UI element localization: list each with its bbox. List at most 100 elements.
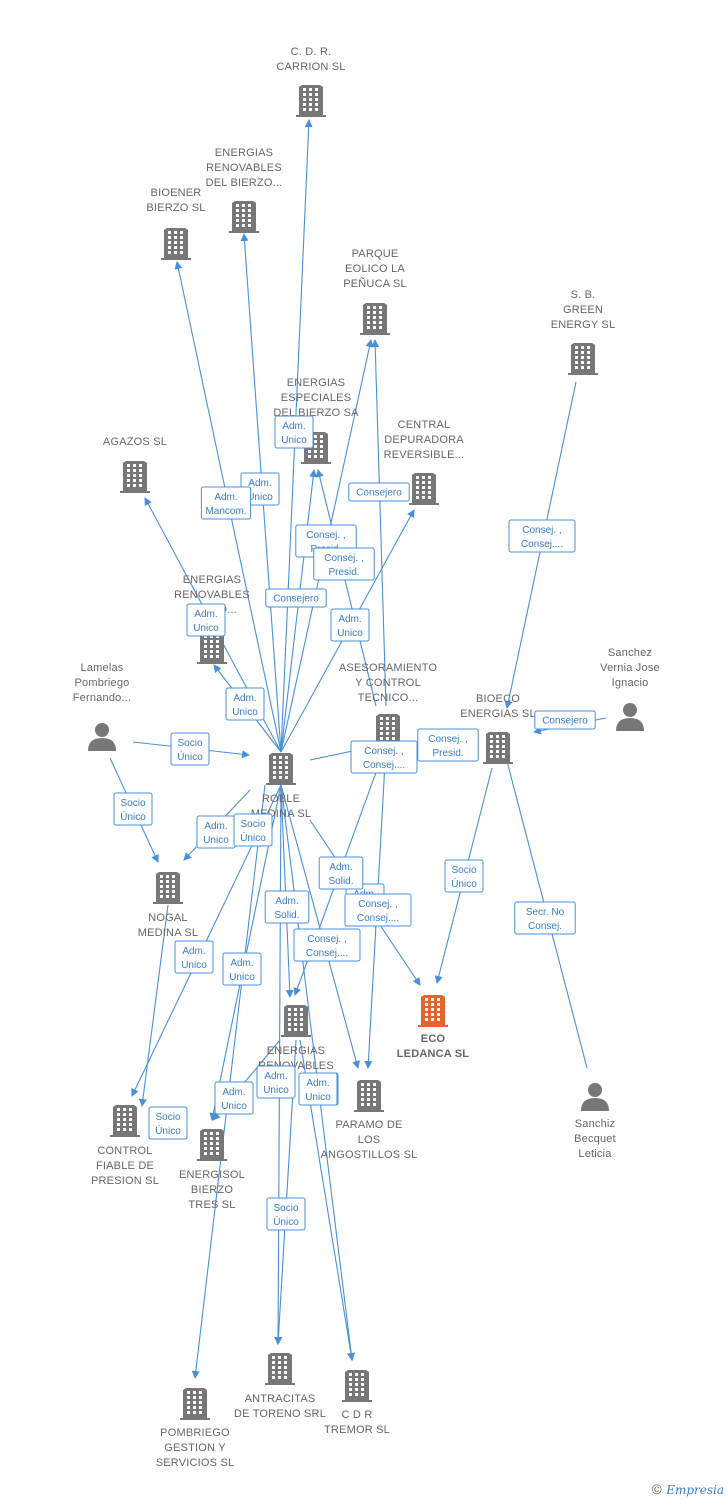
edge-label[interactable]: Adm.Solid. <box>264 890 310 924</box>
node-bioener[interactable]: BIOENER BIERZO SL <box>146 187 205 260</box>
edge-label[interactable]: Adm.Unico <box>222 952 262 986</box>
edge-label[interactable]: Adm.Mancom. <box>200 486 252 520</box>
node-label[interactable]: ANGOSTILLOS SL <box>321 1149 418 1161</box>
node-label[interactable]: CENTRAL <box>398 419 451 431</box>
node-label[interactable]: CARRION SL <box>276 61 345 73</box>
node-label[interactable]: Sanchez <box>608 647 652 659</box>
node-label[interactable]: RENOVABLES <box>206 162 282 174</box>
node-label[interactable]: C. D. R. <box>291 46 332 58</box>
node-label[interactable]: LEDANCA SL <box>397 1048 470 1060</box>
node-label[interactable]: FIABLE DE <box>96 1160 154 1172</box>
node-label[interactable]: Y CONTROL <box>355 677 421 689</box>
node-label[interactable]: TRES SL <box>188 1199 235 1211</box>
node-label[interactable]: NOGAL <box>148 912 188 924</box>
node-label[interactable]: S. B. <box>571 289 596 301</box>
node-nogal_medina[interactable]: NOGAL MEDINA SL <box>138 872 199 939</box>
edge-label[interactable]: Adm.Unico <box>186 603 226 637</box>
node-label[interactable]: C D R <box>342 1409 373 1421</box>
node-label[interactable]: Pombriego <box>75 677 130 689</box>
edge-label[interactable]: Adm.Unico <box>298 1072 338 1106</box>
edge-label[interactable]: Consej. ,Presid. <box>313 547 375 581</box>
node-label[interactable]: ENERGIAS SL <box>460 708 536 720</box>
edge-label[interactable]: Consej. ,Consej.... <box>508 519 576 553</box>
node-label[interactable]: Lamelas <box>81 662 124 674</box>
edge-label[interactable]: Adm.Unico <box>256 1065 296 1099</box>
node-antracitas[interactable]: ANTRACITAS DE TORENO SRL <box>234 1353 326 1420</box>
node-label[interactable]: DEPURADORA <box>384 434 464 446</box>
node-label[interactable]: BIERZO <box>191 1184 233 1196</box>
node-label[interactable]: ENERGIAS <box>267 1045 325 1057</box>
node-label[interactable]: CONTROL <box>97 1145 152 1157</box>
node-parque_eolico[interactable]: PARQUE EOLICO LA PEÑUCA SL <box>343 248 407 335</box>
node-label[interactable]: ASESORAMIENTO <box>339 662 438 674</box>
node-label[interactable]: TREMOR SL <box>324 1424 390 1436</box>
edge-label[interactable]: Consej. ,Consej.... <box>350 740 418 774</box>
brand-logo[interactable]: Empresia <box>666 1483 724 1497</box>
node-label[interactable]: SERVICIOS SL <box>156 1457 235 1469</box>
node-label[interactable]: ANTRACITAS <box>245 1393 316 1405</box>
node-label[interactable]: PARQUE <box>352 248 399 260</box>
node-label[interactable]: ENERGIAS <box>183 574 241 586</box>
node-label[interactable]: Leticia <box>578 1148 612 1160</box>
edge-label[interactable]: Adm.Unico <box>214 1081 254 1115</box>
node-cdr_carrion[interactable]: C. D. R. CARRION SL <box>276 46 345 117</box>
node-pombriego_gestion[interactable]: POMBRIEGO GESTION Y SERVICIOS SL <box>156 1388 235 1469</box>
node-label[interactable]: PEÑUCA SL <box>343 277 407 290</box>
edge-label[interactable]: Adm.Unico <box>330 608 370 642</box>
node-label[interactable]: MEDINA SL <box>138 927 199 939</box>
node-label[interactable]: GESTION Y <box>164 1442 226 1454</box>
node-central_depuradora[interactable]: CENTRAL DEPURADORA REVERSIBLE... <box>384 419 465 505</box>
node-label[interactable]: POMBRIEGO <box>160 1427 230 1439</box>
node-label[interactable]: LOS <box>358 1134 381 1146</box>
edge-label[interactable]: Adm.Unico <box>196 815 236 849</box>
node-label[interactable]: BIERZO SL <box>146 202 205 214</box>
node-label[interactable]: Vernia Jose <box>600 662 660 674</box>
edge-label[interactable]: Adm.Unico <box>174 940 214 974</box>
node-label[interactable]: ENERGY SL <box>551 319 616 331</box>
edge-label[interactable]: Adm.Unico <box>225 687 265 721</box>
node-label[interactable]: ESPECIALES <box>281 392 351 404</box>
node-label[interactable]: BIOENER <box>151 187 202 199</box>
edge-label[interactable]: Consej. ,Presid. <box>417 728 479 762</box>
node-energias_renov_bierzo[interactable]: ENERGIAS RENOVABLES DEL BIERZO... <box>206 147 283 233</box>
node-cdr_tremor[interactable]: C D R TREMOR SL <box>324 1370 390 1436</box>
edge-label[interactable]: Consejero <box>348 482 410 502</box>
node-eco_ledanca[interactable]: ECO LEDANCA SL <box>397 995 470 1060</box>
node-label[interactable]: BIOECO <box>476 693 520 705</box>
edge-label[interactable]: Consej. ,Consej.... <box>293 928 361 962</box>
node-label[interactable]: Sanchiz <box>575 1118 616 1130</box>
node-agazos[interactable]: AGAZOS SL <box>103 436 167 493</box>
edge-label[interactable]: Consejero <box>265 588 327 608</box>
node-bioeco[interactable]: BIOECO ENERGIAS SL <box>460 693 536 764</box>
node-lamelas[interactable]: LamelasPombriegoFernando... <box>73 662 131 751</box>
node-label[interactable]: EOLICO LA <box>345 263 405 275</box>
node-label[interactable]: ENERGIAS <box>215 147 273 159</box>
node-label[interactable]: Becquet <box>574 1133 616 1145</box>
node-label[interactable]: Fernando... <box>73 692 131 704</box>
node-label[interactable]: REVERSIBLE... <box>384 449 465 461</box>
node-label[interactable]: ROBLE <box>262 793 300 805</box>
node-label[interactable]: Ignacio <box>612 677 649 689</box>
node-label[interactable]: DE TORENO SRL <box>234 1408 326 1420</box>
node-label[interactable]: DEL BIERZO... <box>206 177 283 189</box>
node-label[interactable]: GREEN <box>563 304 603 316</box>
node-label[interactable]: ECO <box>421 1033 446 1045</box>
edge-label[interactable]: Consejero <box>534 710 596 730</box>
node-label[interactable]: AGAZOS SL <box>103 436 167 448</box>
edge-label[interactable]: Adm.Solid. <box>318 856 364 890</box>
node-label[interactable]: RENOVABLES <box>174 589 250 601</box>
node-label[interactable]: ENERGIAS <box>287 377 345 389</box>
edge-label[interactable]: Consej. ,Consej.... <box>344 893 412 927</box>
